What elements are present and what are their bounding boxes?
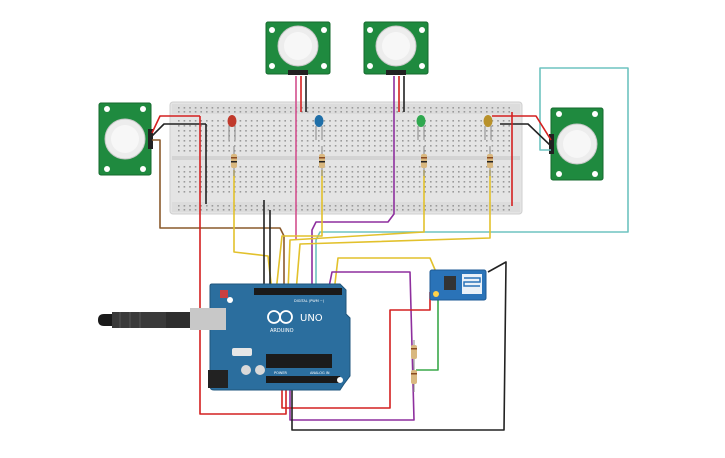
arduino-digital-label: DIGITAL (PWM ~) — [294, 299, 325, 303]
esp01-module — [429, 269, 487, 301]
led-green — [416, 115, 426, 140]
resistor-esp-2 — [411, 366, 417, 392]
wire-black-left — [151, 123, 206, 137]
wire-red-left — [151, 115, 200, 134]
wire-purple-1 — [311, 76, 395, 292]
arduino-model-label: UNO — [300, 313, 323, 324]
wire-yellow-3 — [287, 170, 425, 293]
leds — [227, 115, 493, 140]
wire-red-esp — [281, 292, 431, 409]
resistor-4 — [487, 146, 493, 176]
led-red — [227, 115, 237, 140]
wire-red-5v — [199, 116, 287, 415]
breadboard — [169, 101, 523, 215]
resistor-3 — [421, 146, 427, 176]
resistor-1 — [231, 146, 237, 176]
wire-black-esp — [291, 261, 507, 431]
wire-yellow-4 — [295, 170, 491, 293]
breadboard-holes — [178, 107, 510, 211]
pir-sensor-top-right — [363, 21, 429, 75]
wire-yellow-2 — [275, 170, 323, 293]
led-yellow — [483, 115, 493, 140]
arduino-uno: UNO ARDUINO DIGITAL (PWM ~) POWER ANALOG… — [208, 283, 351, 391]
pir-sensor-left — [98, 102, 153, 176]
wire-green-esp — [416, 290, 439, 371]
wire-black-right — [500, 123, 552, 147]
pir-sensor-top-left — [265, 21, 331, 75]
arduino-power-label: POWER — [274, 371, 288, 375]
wire-yellow-esp — [333, 257, 437, 293]
arduino-analog-label: ANALOG IN — [310, 371, 330, 375]
resistors — [231, 146, 493, 392]
wire-brown — [152, 139, 285, 292]
usb-cable — [98, 308, 226, 330]
led-blue — [314, 115, 324, 140]
resistor-2 — [319, 146, 325, 176]
resistor-esp-1 — [411, 340, 417, 366]
arduino-logo — [267, 310, 293, 324]
pir-sensor-right — [549, 107, 604, 181]
wire-red-right — [492, 115, 552, 141]
arduino-brand-label: ARDUINO — [270, 328, 294, 334]
